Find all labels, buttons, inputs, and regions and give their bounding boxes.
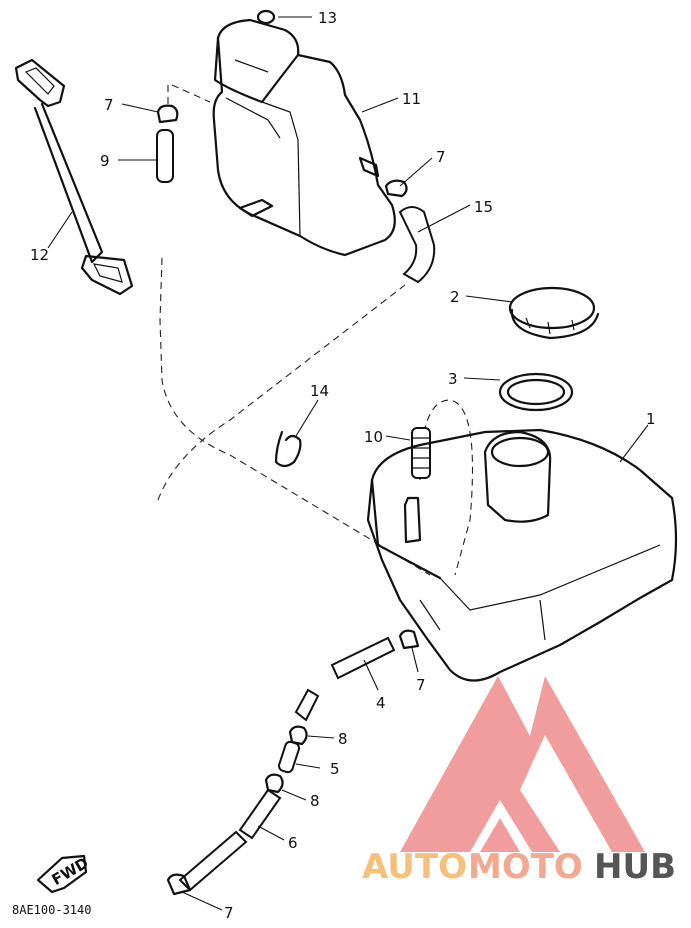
part-6-hose (238, 788, 282, 840)
watermark-text: AUTO MOTO HUB (362, 847, 676, 887)
hose-routing-lines (157, 84, 474, 576)
part-15-curved-hose (398, 206, 436, 284)
callout-3: 3 (448, 370, 458, 388)
diagram-code: 8AE100-3140 (12, 903, 91, 917)
callout-1: 1 (646, 410, 656, 428)
watermark-logo-icon (400, 676, 645, 852)
callout-7: 7 (436, 148, 446, 166)
watermark-hub: HUB (594, 847, 676, 887)
part-11-reservoir-tank (212, 18, 396, 257)
watermark-auto: AUTO (362, 847, 467, 887)
callout-15: 15 (474, 198, 493, 216)
callout-4: 4 (376, 694, 386, 712)
part-14-clip (274, 430, 302, 468)
part-7-hose-clip (398, 629, 420, 650)
callout-5: 5 (330, 760, 340, 778)
callout-8: 8 (338, 730, 348, 748)
callout-11: 11 (402, 90, 421, 108)
part-4-hose (330, 636, 396, 680)
part-3-gasket (498, 372, 574, 412)
part-1-fuel-tank (366, 428, 678, 682)
callout-13: 13 (318, 9, 337, 27)
part-9-hose (156, 129, 174, 183)
part-6-hose-lower (178, 830, 248, 892)
callout-7: 7 (224, 904, 234, 922)
part-7-hose-clip (156, 104, 179, 124)
hose-segment (294, 688, 320, 722)
part-5-connector (278, 740, 300, 774)
part-10-breather-fitting (411, 427, 431, 479)
callout-12: 12 (30, 246, 49, 264)
part-12-strap (14, 58, 134, 296)
callout-7: 7 (416, 676, 426, 694)
callout-6: 6 (288, 834, 298, 852)
callout-14: 14 (310, 382, 329, 400)
callout-7: 7 (104, 96, 114, 114)
callout-labels: 13 11 7 9 7 15 12 2 3 14 10 1 4 7 8 5 8 … (30, 9, 656, 922)
callout-9: 9 (100, 152, 110, 170)
watermark-moto: MOTO (468, 847, 583, 887)
part-7-hose-clip (166, 873, 192, 896)
callout-10: 10 (364, 428, 383, 446)
part-13-cap (256, 9, 276, 25)
fwd-arrow-icon: FWD (36, 854, 92, 894)
part-8-clamp (264, 773, 284, 794)
part-2-filler-cap (508, 286, 600, 340)
callout-8: 8 (310, 792, 320, 810)
leader-lines (47, 16, 649, 911)
callout-2: 2 (450, 288, 460, 306)
part-8-clamp (288, 725, 308, 746)
